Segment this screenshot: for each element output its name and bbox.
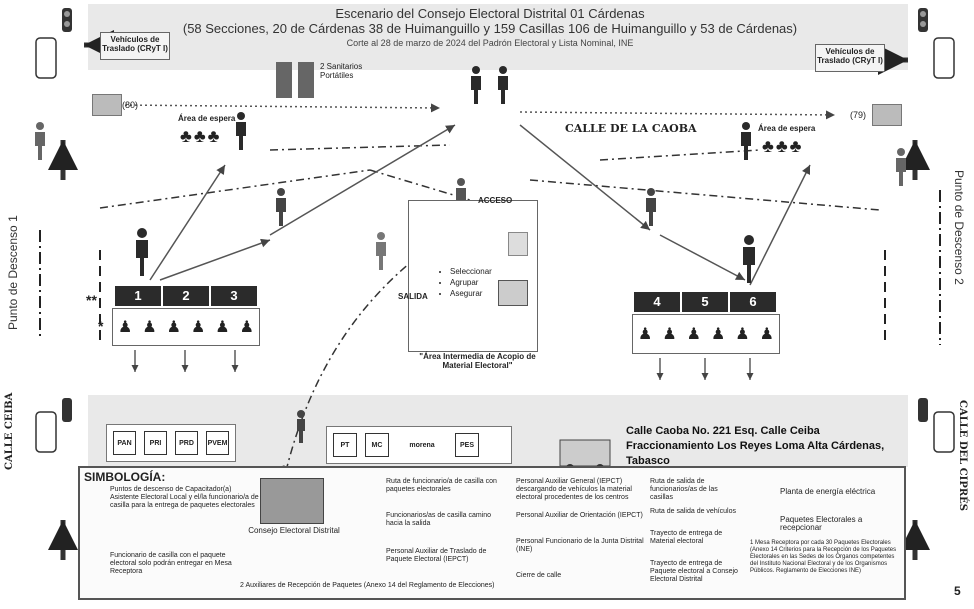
parties-right-box: PT MC morena PES bbox=[326, 426, 512, 464]
street-caoba: CALLE DE LA CAOBA bbox=[565, 122, 697, 135]
asterisk-single: * bbox=[98, 318, 104, 334]
consejo-label: Consejo Electoral Distrital bbox=[248, 526, 340, 535]
street-ceiba: CALLE CEIBA bbox=[4, 392, 15, 470]
party-logo: PRI bbox=[144, 431, 167, 455]
intermediate-area-label: "Área Intermedia de Acopio de Material E… bbox=[419, 352, 536, 370]
booths-left-officials: ♟ ♟ ♟ ♟ ♟ ♟ bbox=[112, 308, 260, 346]
asterisk-double: ** bbox=[86, 292, 97, 308]
legend-item: Funcionario de casilla con el paquete el… bbox=[110, 552, 232, 575]
intermediate-area-box bbox=[408, 200, 538, 352]
step-seleccionar: Seleccionar bbox=[450, 266, 492, 277]
title-line-1: Escenario del Consejo Electoral Distrita… bbox=[335, 6, 645, 21]
party-logo: PVEM bbox=[206, 431, 229, 455]
booths-right-row: 4 5 6 bbox=[634, 292, 778, 312]
party-logo: morena bbox=[409, 441, 435, 449]
legend-item: Funcionarios/as de casilla camino hacia … bbox=[386, 512, 492, 527]
official-icon: ♟ bbox=[735, 326, 750, 343]
count-left: (80) bbox=[122, 100, 139, 110]
title-line-3: Corte al 28 de marzo de 2024 del Padrón … bbox=[346, 38, 634, 48]
legend-item: Paquetes Electorales a recepcionar bbox=[780, 515, 863, 532]
booth-1: 1 bbox=[115, 286, 163, 306]
acceso-label: ACCESO bbox=[478, 196, 513, 205]
address: Calle Caoba No. 221 Esq. Calle Ceiba Fra… bbox=[626, 424, 896, 469]
legend-item: Trayecto de entrega de Material electora… bbox=[650, 530, 723, 545]
official-icon: ♟ bbox=[759, 326, 774, 343]
packages-icon-left bbox=[92, 94, 122, 116]
legend-item: Ruta de salida de funcionarios/as de las… bbox=[650, 478, 718, 501]
official-icon: ♟ bbox=[710, 326, 726, 343]
party-logo: PAN bbox=[113, 431, 136, 455]
step-agrupar: Agrupar bbox=[450, 277, 492, 288]
vehicles-label-right: Vehículos de Traslado (CRyT I) bbox=[815, 44, 885, 72]
booth-6: 6 bbox=[730, 292, 778, 312]
party-logo: PES bbox=[455, 433, 479, 457]
booths-right-officials: ♟ ♟ ♟ ♟ ♟ ♟ bbox=[632, 314, 780, 354]
legend-item: Puntos de descenso de Capacitador(a) Asi… bbox=[110, 486, 259, 509]
official-icon: ♟ bbox=[662, 326, 677, 343]
top-band bbox=[88, 4, 908, 70]
official-icon: ♟ bbox=[166, 319, 181, 336]
official-icon: ♟ bbox=[142, 319, 157, 336]
party-logo: PT bbox=[333, 433, 357, 457]
process-steps: Seleccionar Agrupar Asegurar bbox=[440, 266, 492, 299]
legend-item: Planta de energía eléctrica bbox=[780, 487, 876, 496]
waiting-area-left-icon: ♣♣♣ bbox=[180, 126, 222, 146]
legend-item: Personal Auxiliar General (IEPCT) descar… bbox=[516, 478, 632, 501]
step-asegurar: Asegurar bbox=[450, 288, 492, 299]
official-icon: ♟ bbox=[686, 326, 701, 343]
waiting-area-right-icon: ♣♣♣ bbox=[762, 136, 804, 156]
legend-item: 2 Auxiliares de Recepción de Paquetes (A… bbox=[240, 582, 495, 589]
sanitarios-label: 2 Sanitarios Portátiles bbox=[320, 62, 363, 80]
address-line-1: Calle Caoba No. 221 Esq. Calle Ceiba bbox=[626, 425, 820, 437]
street-cipres: CALLE DEL CIPRÉS bbox=[957, 400, 968, 512]
party-logo: PRD bbox=[175, 431, 198, 455]
waiting-area-left-label: Área de espera bbox=[178, 114, 236, 123]
parties-left-box: PAN PRI PRD PVEM bbox=[106, 424, 236, 462]
legend-item: Trayecto de entrega de Paquete electoral… bbox=[650, 560, 738, 583]
official-icon: ♟ bbox=[215, 319, 230, 336]
official-icon: ♟ bbox=[637, 326, 653, 343]
booth-2: 2 bbox=[163, 286, 211, 306]
legend-item: Personal Auxiliar de Orientación (IEPCT) bbox=[516, 512, 643, 519]
legend-item: Personal Auxiliar de Traslado de Paquete… bbox=[386, 548, 487, 563]
ballot-box-icon bbox=[498, 280, 528, 306]
count-right: (79) bbox=[850, 110, 867, 120]
title-line-2: (58 Secciones, 20 de Cárdenas 38 de Huim… bbox=[182, 21, 798, 36]
waiting-area-right-label: Área de espera bbox=[758, 124, 816, 133]
legend-item: Ruta de funcionario/a de casilla con paq… bbox=[386, 478, 497, 493]
packages-icon-right bbox=[872, 104, 902, 126]
salida-label: SALIDA bbox=[398, 292, 428, 301]
booth-4: 4 bbox=[634, 292, 682, 312]
address-line-2: Fraccionamiento Los Reyes Loma Alta Cárd… bbox=[626, 440, 885, 452]
legend-item: Personal Funcionario de la Junta Distrit… bbox=[516, 538, 644, 553]
diagram-title: Escenario del Consejo Electoral Distrita… bbox=[150, 6, 830, 51]
legend-item: 1 Mesa Receptora por cada 30 Paquetes El… bbox=[750, 540, 897, 574]
official-icon: ♟ bbox=[239, 319, 254, 336]
booth-5: 5 bbox=[682, 292, 730, 312]
page-number: 5 bbox=[954, 584, 961, 598]
legend-item: Ruta de salida de vehículos bbox=[650, 508, 736, 515]
consejo-building-icon bbox=[260, 478, 324, 524]
drop-point-2-label: Punto de Descenso 2 bbox=[952, 170, 966, 285]
vehicles-label-left: Vehículos de Traslado (CRyT I) bbox=[100, 32, 170, 60]
drop-point-1-label: Punto de Descenso 1 bbox=[6, 215, 20, 330]
legend-item: Cierre de calle bbox=[516, 572, 562, 579]
booth-3: 3 bbox=[211, 286, 259, 306]
official-icon: ♟ bbox=[190, 319, 206, 336]
booths-left-row: 1 2 3 bbox=[115, 286, 259, 306]
material-icon bbox=[508, 232, 528, 256]
address-line-3: Tabasco bbox=[626, 455, 670, 467]
legend: SIMBOLOGÍA: Puntos de descenso de Capaci… bbox=[78, 466, 906, 600]
party-logo: MC bbox=[365, 433, 389, 457]
legend-title: SIMBOLOGÍA: bbox=[84, 470, 166, 484]
official-icon: ♟ bbox=[117, 319, 133, 336]
